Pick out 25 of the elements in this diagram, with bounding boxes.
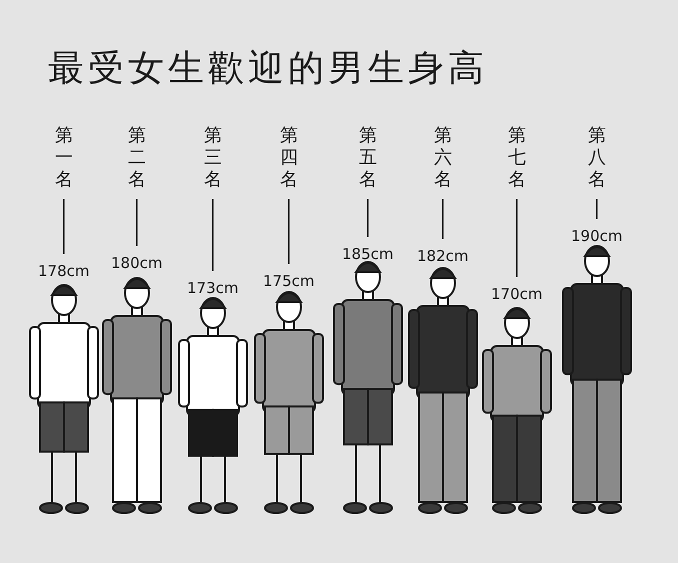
title: 最受女生歡迎的男生身高	[48, 47, 488, 91]
rank-label: 第三名	[204, 125, 222, 191]
connector-line	[136, 199, 138, 246]
connector-line	[288, 199, 290, 264]
connector-line	[212, 199, 214, 271]
rank-label: 第五名	[358, 125, 378, 191]
rank-label: 第八名	[588, 125, 606, 191]
rank-label: 第一名	[54, 125, 74, 191]
connector-line	[62, 199, 65, 254]
height-label: 173cm	[187, 279, 238, 297]
height-label: 185cm	[342, 245, 394, 263]
rank-label: 第四名	[280, 125, 298, 191]
height-label: 180cm	[111, 254, 162, 272]
rank-label: 第七名	[508, 125, 526, 191]
connector-line	[442, 199, 444, 239]
height-label: 178cm	[38, 262, 90, 280]
rank-label: 第二名	[128, 125, 146, 191]
connector-line	[366, 199, 369, 237]
height-label: 182cm	[417, 247, 468, 265]
connector-line	[516, 199, 518, 277]
rank-label: 第六名	[434, 125, 452, 191]
height-label: 175cm	[263, 272, 314, 290]
height-label: 190cm	[571, 227, 622, 245]
height-label: 170cm	[491, 285, 542, 303]
connector-line	[596, 199, 598, 219]
